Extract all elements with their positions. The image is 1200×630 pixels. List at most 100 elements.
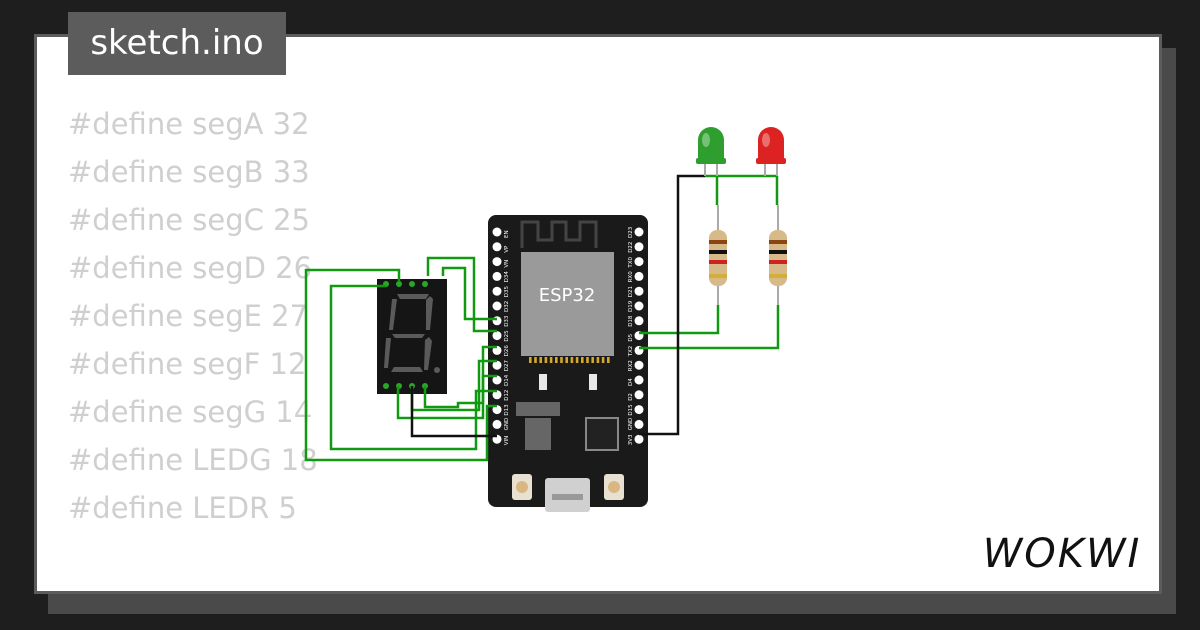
pin-label: TX2 [628, 346, 634, 358]
board-pin[interactable] [492, 360, 502, 370]
pin-label: D26 [504, 345, 510, 357]
resistor-band [709, 260, 727, 264]
wire [441, 266, 497, 321]
board-pin[interactable] [634, 419, 644, 429]
wire [639, 174, 705, 436]
pin-label: D21 [628, 286, 634, 297]
pin-label: D32 [504, 301, 510, 312]
led-highlight [702, 133, 710, 147]
board-pin[interactable] [492, 286, 502, 296]
pin-label: TX0 [628, 256, 634, 268]
board-led [589, 374, 597, 390]
wires [304, 174, 780, 462]
code-preview: #define segA 32 #define segB 33 #define … [68, 100, 318, 532]
resistor-band [709, 250, 727, 254]
pin-label: D35 [504, 285, 510, 297]
esp32-board[interactable]: ESP32 ENVPVND34D35D32D33D25D26D27D14D12D… [488, 215, 648, 512]
pin-label: RX2 [628, 360, 634, 371]
code-line: #define segD 26 [68, 251, 313, 285]
pin-label: D22 [628, 242, 634, 253]
board-pin[interactable] [492, 271, 502, 281]
pin-label: VN [504, 260, 510, 268]
pin-label: D2 [628, 393, 634, 401]
voltage-regulator-tab [516, 402, 560, 416]
pin-label: D5 [628, 333, 634, 341]
pin-label: D27 [504, 359, 510, 371]
chip-label: ESP32 [539, 285, 596, 306]
display-segments [384, 294, 440, 373]
usb-port-slot [552, 494, 583, 500]
board-pin[interactable] [634, 316, 644, 326]
pin-label: D14 [504, 374, 510, 386]
code-line: #define segA 32 [68, 107, 310, 141]
red-led[interactable] [756, 127, 786, 176]
board-pin[interactable] [492, 242, 502, 252]
wire [639, 305, 720, 335]
board-pin[interactable] [492, 375, 502, 385]
board-pin[interactable] [492, 419, 502, 429]
voltage-regulator [525, 418, 551, 450]
board-pin[interactable] [492, 390, 502, 400]
board-pin[interactable] [492, 405, 502, 415]
resistor-band [709, 240, 727, 244]
board-pin[interactable] [634, 375, 644, 385]
wokwi-logo: WOKWI [983, 531, 1140, 577]
pin-label: VP [504, 245, 510, 253]
board-led [539, 374, 547, 390]
display-pin[interactable] [422, 281, 428, 287]
board-pin[interactable] [492, 316, 502, 326]
code-line: #define LEDG 18 [68, 443, 318, 477]
resistor[interactable] [709, 205, 727, 305]
wire [423, 345, 497, 409]
board-pin[interactable] [634, 360, 644, 370]
wire [426, 256, 497, 333]
pin-label: D34 [504, 271, 510, 283]
board-pin[interactable] [634, 301, 644, 311]
display-pin[interactable] [396, 281, 402, 287]
code-line: #define segB 33 [68, 155, 310, 189]
pin-label: VIN [504, 436, 510, 446]
pin-label: D15 [628, 404, 634, 416]
pin-label: D12 [504, 390, 510, 401]
green-led[interactable] [696, 127, 726, 176]
wire [639, 305, 780, 350]
pin-label: EN [504, 230, 510, 238]
led-rim [756, 158, 786, 164]
resistor-band [769, 260, 787, 264]
led-body [698, 127, 724, 162]
display-pin[interactable] [409, 281, 415, 287]
board-pin[interactable] [492, 257, 502, 267]
pin-label: D23 [628, 226, 634, 238]
display-pin[interactable] [383, 383, 389, 389]
board-pin[interactable] [634, 405, 644, 415]
button-cap [608, 481, 620, 493]
board-pin[interactable] [492, 301, 502, 311]
seven-segment-display[interactable] [377, 279, 447, 394]
code-line: #define segE 27 [68, 299, 309, 333]
board-pin[interactable] [634, 434, 644, 444]
file-tab[interactable]: sketch.ino [68, 12, 286, 75]
antenna-trace [520, 220, 598, 248]
resistor[interactable] [769, 205, 787, 305]
board-pin[interactable] [634, 390, 644, 400]
usb-chip [585, 417, 619, 451]
wire [410, 386, 497, 438]
board-pin[interactable] [634, 227, 644, 237]
pin-label: D18 [628, 315, 634, 327]
led-rim [696, 158, 726, 164]
board-pin[interactable] [634, 286, 644, 296]
board-pin[interactable] [634, 242, 644, 252]
board-pins: ENVPVND34D35D32D33D25D26D27D14D12D13GNDV… [492, 226, 644, 446]
button-cap [516, 481, 528, 493]
pin-label: D33 [504, 315, 510, 327]
code-line: #define segC 25 [68, 203, 310, 237]
led-body [758, 127, 784, 162]
board-pin[interactable] [634, 257, 644, 267]
pin-label: GND [628, 418, 634, 431]
code-line: #define LEDR 5 [68, 491, 297, 525]
board-pin[interactable] [492, 331, 502, 341]
board-pin[interactable] [492, 227, 502, 237]
board-pin[interactable] [634, 271, 644, 281]
pin-label: D25 [504, 330, 510, 342]
